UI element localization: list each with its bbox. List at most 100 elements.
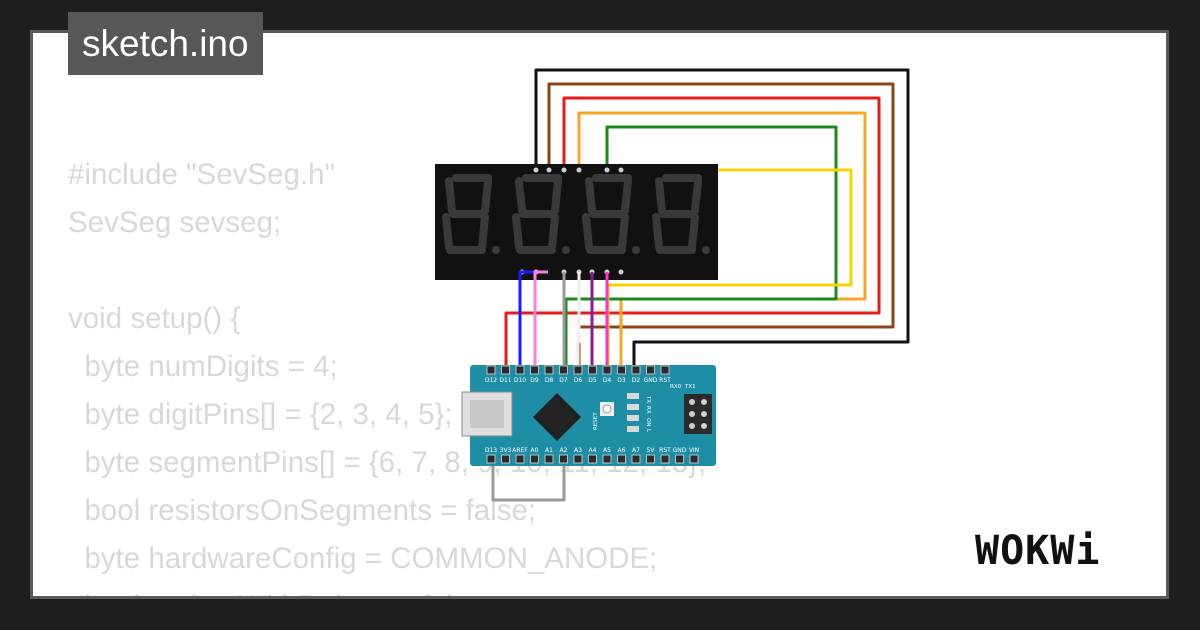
seven-segment-display[interactable]: [435, 164, 718, 280]
header-bottom-pin-label: 3V3: [500, 447, 512, 454]
header-bottom-pin-a0[interactable]: [530, 454, 539, 464]
digit-3-segment: [582, 213, 593, 251]
header-top-pin-label: D4: [603, 377, 612, 384]
rx-led-label: RX: [645, 406, 651, 414]
header-top-pin-label: D3: [617, 377, 626, 384]
header-top-pin-gnd[interactable]: [646, 365, 655, 375]
header-bottom-pin-label: RST: [659, 447, 671, 454]
l-led-label: L: [645, 429, 651, 433]
header-top-pin-d4[interactable]: [602, 365, 612, 375]
header-bottom-pin-label: GND: [673, 447, 687, 454]
header-top-pin-rst[interactable]: [660, 365, 670, 375]
header-bottom-pin-label: A4: [589, 447, 597, 454]
digit-1-segment: [478, 213, 489, 251]
header-bottom-pin-d13[interactable]: [486, 454, 496, 464]
header-bottom-pin-rst[interactable]: [660, 454, 670, 464]
tx-led-label: TX: [645, 395, 651, 403]
header-bottom-pin-label: A7: [632, 447, 640, 454]
header-bottom-pin-label: A0: [531, 447, 539, 454]
header-top-pin-label: D12: [485, 377, 497, 384]
code-line: void setup() {: [68, 302, 241, 335]
header-bottom-pin-label: A1: [545, 447, 553, 454]
header-top-pin-d8[interactable]: [544, 365, 554, 375]
code-line: bool updateWithDelays = false;: [68, 583, 706, 596]
digit-2-segment: [551, 177, 562, 215]
header-bottom-pin-a7[interactable]: [631, 454, 641, 464]
digit-3-dot: [632, 246, 640, 254]
header-top-pin-label: D7: [559, 377, 568, 384]
wire-black[interactable]: [534, 68, 910, 368]
header-top-pin-label: GND: [644, 377, 658, 384]
header-top-pin-d7[interactable]: [559, 365, 568, 375]
header-top-pin-label: D5: [588, 377, 597, 384]
digit-4-segment: [691, 177, 702, 215]
wires-top: [504, 68, 910, 368]
code-line: #include "SevSeg.h": [68, 158, 335, 191]
wire-pink[interactable]: [533, 270, 548, 368]
tx1-label: TX1: [684, 384, 696, 390]
header-top-pin-d3[interactable]: [617, 365, 626, 375]
digit-4-segment: [652, 213, 663, 251]
header-bottom-pin-5v[interactable]: [646, 454, 655, 464]
header-bottom-pin-label: A2: [560, 447, 568, 454]
digit-3-segment: [621, 177, 632, 215]
wire-white[interactable]: [576, 272, 581, 368]
code-line: byte digitPins[] = {2, 3, 4, 5};: [68, 398, 453, 431]
header-bottom-pin-3v3[interactable]: [501, 454, 510, 464]
header-bottom-pin-a1[interactable]: [544, 454, 554, 464]
wokwi-logo-icon: WOKWi: [975, 528, 1101, 574]
header-top-pin-label: D11: [499, 377, 511, 384]
header-bottom-pin-gnd[interactable]: [675, 454, 684, 464]
header-top-pin-d12[interactable]: [486, 365, 496, 375]
header-top-pin-d2[interactable]: [631, 365, 641, 375]
wire-red[interactable]: [504, 96, 881, 368]
wire-orange[interactable]: [577, 111, 867, 368]
header-top-pin-label: RST: [659, 377, 671, 384]
header-bottom-pin-label: D13: [485, 447, 497, 454]
header-bottom-pin-a3[interactable]: [573, 454, 583, 464]
chip-icon: [532, 392, 582, 442]
digit-2-segment: [515, 177, 526, 215]
on-led-label: ON: [645, 418, 651, 426]
header-top-pin-label: D2: [632, 377, 641, 384]
file-tab[interactable]: sketch.ino: [68, 12, 263, 75]
header-bottom-pin-label: AREF: [512, 447, 528, 454]
digit-1-dot: [492, 246, 500, 254]
code-line: SevSeg sevseg;: [68, 206, 282, 239]
digit-3-segment: [618, 213, 629, 251]
header-bottom-pin-aref[interactable]: [515, 454, 525, 464]
header-top-pin-label: D8: [545, 377, 554, 384]
header-bottom-pin-label: VIN: [689, 447, 699, 454]
digit-1-segment: [445, 177, 456, 215]
digit-1-segment: [442, 213, 453, 251]
icsp-header: [684, 394, 712, 434]
header-bottom-pin-label: 5V: [647, 447, 656, 454]
header-top-pin-d11[interactable]: [501, 365, 510, 375]
code-panel: #include "SevSeg.h" SevSeg sevseg; void se…: [33, 33, 1166, 596]
header-top-pin-d10[interactable]: [515, 365, 525, 375]
digit-4-segment: [688, 213, 699, 251]
digit-2-segment: [548, 213, 559, 251]
header-bottom-pin-label: A6: [618, 447, 626, 454]
header-bottom-pin-a6[interactable]: [617, 454, 626, 464]
wire-green[interactable]: [564, 125, 838, 368]
header-bottom-pin-a2[interactable]: [559, 454, 568, 464]
digit-3-segment: [585, 177, 596, 215]
reset-label: RESET: [593, 412, 599, 430]
digit-2-segment: [512, 213, 523, 251]
header-bottom-pin-a5[interactable]: [602, 454, 612, 464]
header-bottom-pin-label: A3: [574, 447, 582, 454]
header-top-pin-d9[interactable]: [530, 365, 539, 375]
header-top-pin-label: D6: [574, 377, 583, 384]
header-bottom-pin-vin[interactable]: [689, 454, 699, 464]
header-top-pin-d5[interactable]: [588, 365, 597, 375]
code-line: byte hardwareConfig = COMMON_ANODE;: [68, 542, 658, 575]
header-top-pin-d6[interactable]: [573, 365, 583, 375]
wire-blue[interactable]: [518, 270, 535, 368]
digit-4-dot: [702, 246, 710, 254]
header-bottom-pin-label: A5: [603, 447, 611, 454]
header-bottom-pin-a4[interactable]: [588, 454, 597, 464]
rx0-label: RX0: [670, 384, 682, 390]
